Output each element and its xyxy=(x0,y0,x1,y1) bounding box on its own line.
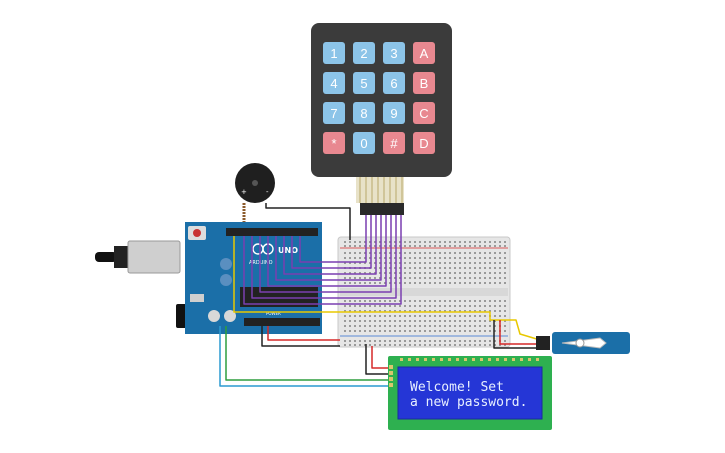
keypad-key-label: 0 xyxy=(360,136,367,151)
arduino-brand: ARDUINO xyxy=(249,260,273,266)
keypad-key-label: * xyxy=(331,136,336,151)
power-label: POWER xyxy=(266,311,281,316)
buzzer-ground-wire xyxy=(265,203,351,240)
digital-header xyxy=(226,228,318,236)
keypad-key-3[interactable] xyxy=(383,42,405,64)
servo-connector xyxy=(536,336,550,350)
keypad-key-label: A xyxy=(420,46,429,61)
lcd-display: Welcome! Set a new password. xyxy=(388,356,552,430)
sda-wire xyxy=(225,326,390,381)
keypad-key-label: # xyxy=(390,136,398,151)
usb-connector xyxy=(127,240,181,274)
keypad-key-label: 7 xyxy=(330,106,337,121)
keypad-key-2[interactable] xyxy=(353,42,375,64)
keypad: 1 2 3 A 4 5 6 B 7 8 9 C * 0 # D xyxy=(311,23,452,177)
gnd-wire xyxy=(261,326,340,347)
usb-cable-end xyxy=(95,252,117,262)
power-analog-header xyxy=(244,318,320,326)
keypad-keys: 1 2 3 A 4 5 6 B 7 8 9 C * 0 # D xyxy=(323,42,435,154)
keypad-key-c[interactable] xyxy=(413,102,435,124)
arduino-model: UNO xyxy=(278,246,298,255)
keypad-key-7[interactable] xyxy=(323,102,345,124)
lcd-screen xyxy=(397,366,543,420)
keypad-key-8[interactable] xyxy=(353,102,375,124)
scl-wire xyxy=(219,326,390,387)
arduino-uno: ARDUINO UNO POWER xyxy=(95,222,322,334)
keypad-key-label: 5 xyxy=(360,76,367,91)
keypad-key-label: C xyxy=(419,106,428,121)
keypad-key-9[interactable] xyxy=(383,102,405,124)
keypad-key-1[interactable] xyxy=(323,42,345,64)
keypad-key-label: D xyxy=(419,136,428,151)
wires xyxy=(219,203,541,387)
keypad-key-label: 8 xyxy=(360,106,367,121)
5v-wire xyxy=(267,326,340,341)
servo-motor xyxy=(536,332,630,354)
keypad-key-label: 4 xyxy=(330,76,337,91)
keypad-connector xyxy=(360,203,404,215)
keypad-key-b[interactable] xyxy=(413,72,435,94)
keypad-key-hash[interactable] xyxy=(383,132,405,154)
usb-plug xyxy=(114,246,130,268)
lcd-header-pins xyxy=(400,358,539,361)
keypad-key-label: 6 xyxy=(390,76,397,91)
servo-signal-wire xyxy=(233,236,541,341)
keypad-ribbon xyxy=(356,177,404,215)
keypad-key-d[interactable] xyxy=(413,132,435,154)
keypad-key-label: 2 xyxy=(360,46,367,61)
breadboard-holes xyxy=(344,241,506,346)
keypad-key-star[interactable] xyxy=(323,132,345,154)
keypad-key-label: B xyxy=(420,76,429,91)
keypad-key-label: 9 xyxy=(390,106,397,121)
lcd-line-2: a new password. xyxy=(410,395,527,410)
buzzer-minus-label: - xyxy=(266,188,269,196)
lcd-line-1: Welcome! Set xyxy=(410,380,504,395)
keypad-key-0[interactable] xyxy=(353,132,375,154)
buzzer-plus-label: + xyxy=(241,188,247,196)
keypad-key-a[interactable] xyxy=(413,42,435,64)
piezo-buzzer: + - xyxy=(235,163,275,222)
keypad-key-label: 3 xyxy=(390,46,397,61)
keypad-wires xyxy=(243,215,402,305)
keypad-key-label: 1 xyxy=(330,46,337,61)
keypad-key-4[interactable] xyxy=(323,72,345,94)
keypad-key-5[interactable] xyxy=(353,72,375,94)
keypad-key-6[interactable] xyxy=(383,72,405,94)
